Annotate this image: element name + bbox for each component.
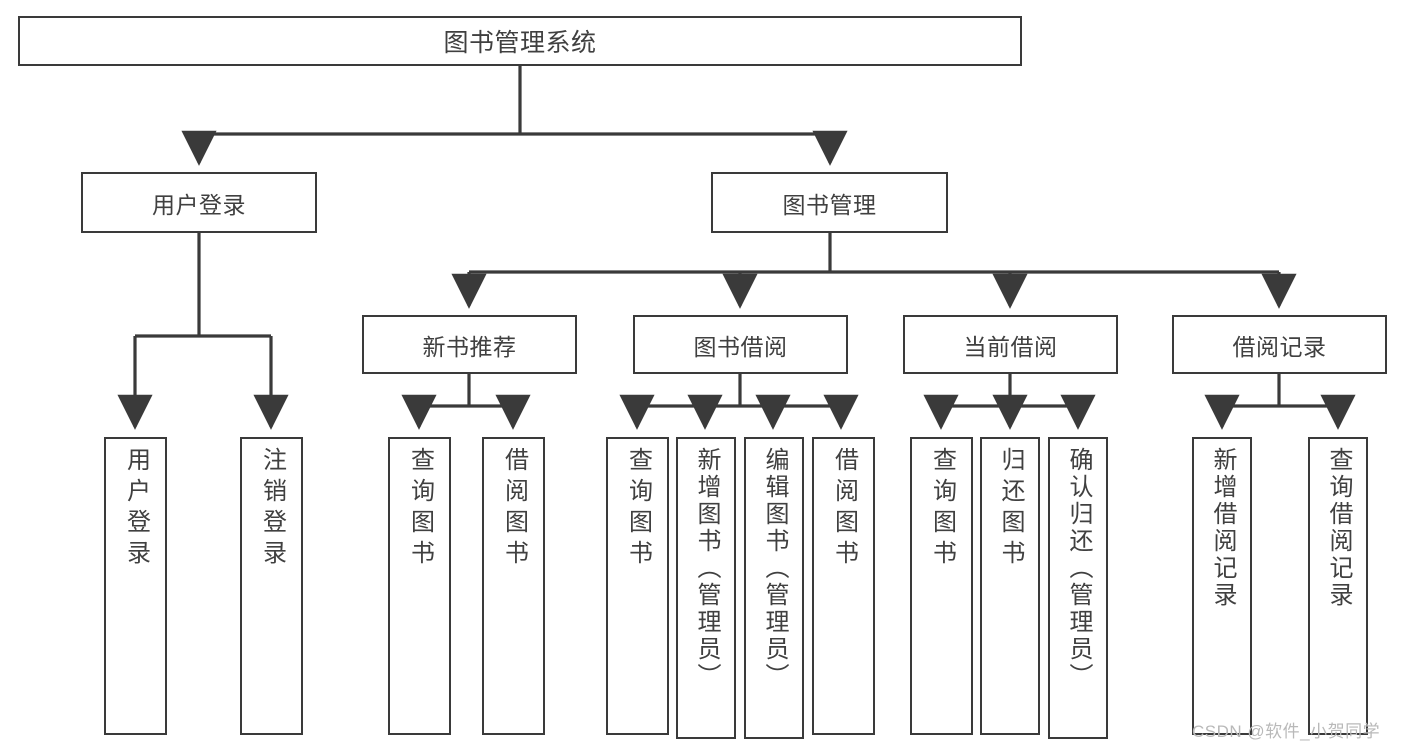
leaf-query-book-recommend[interactable]: 查询图书 — [388, 437, 451, 735]
node-user-login[interactable]: 用户登录 — [81, 172, 317, 233]
csdn-watermark: CSDN @软件_小贺同学 — [1192, 722, 1381, 741]
leaf-return-book[interactable]: 归还图书 — [980, 437, 1040, 735]
node-label: 图书管理系统 — [443, 29, 597, 57]
leaf-borrow-book-recommend[interactable]: 借阅图书 — [482, 437, 545, 735]
node-book-borrow[interactable]: 图书借阅 — [633, 315, 848, 374]
node-label: 用户登录 — [122, 447, 150, 571]
node-label: 查询图书 — [624, 447, 652, 571]
leaf-edit-book-admin[interactable]: 编辑图书（管理员） — [744, 437, 804, 739]
node-label: 查询图书 — [406, 447, 434, 571]
node-root-book-management-system[interactable]: 图书管理系统 — [18, 16, 1022, 66]
node-label: 新书推荐 — [422, 333, 517, 360]
node-label: 新增图书（管理员） — [692, 447, 720, 690]
node-label: 编辑图书（管理员） — [760, 447, 788, 690]
node-label: 当前借阅 — [963, 333, 1058, 360]
node-label: 确认归还（管理员） — [1064, 447, 1092, 690]
node-current-borrow[interactable]: 当前借阅 — [903, 315, 1118, 374]
node-book-management[interactable]: 图书管理 — [711, 172, 948, 233]
node-new-book-recommend[interactable]: 新书推荐 — [362, 315, 577, 374]
node-label: 查询图书 — [928, 447, 956, 571]
leaf-query-book-current[interactable]: 查询图书 — [910, 437, 973, 735]
leaf-add-borrow-record[interactable]: 新增借阅记录 — [1192, 437, 1252, 735]
node-label: 注销登录 — [258, 447, 286, 571]
node-label: 新增借阅记录 — [1208, 447, 1236, 609]
node-label: 借阅图书 — [830, 447, 858, 571]
leaf-borrow-book[interactable]: 借阅图书 — [812, 437, 875, 735]
leaf-user-login[interactable]: 用户登录 — [104, 437, 167, 735]
node-label: 图书借阅 — [693, 333, 788, 360]
leaf-query-borrow-record[interactable]: 查询借阅记录 — [1308, 437, 1368, 735]
node-borrow-record[interactable]: 借阅记录 — [1172, 315, 1387, 374]
node-label: 图书管理 — [782, 191, 877, 218]
node-label: 借阅图书 — [500, 447, 528, 571]
node-label: 归还图书 — [996, 447, 1024, 571]
leaf-query-book-borrow[interactable]: 查询图书 — [606, 437, 669, 735]
leaf-logout[interactable]: 注销登录 — [240, 437, 303, 735]
node-label: 借阅记录 — [1232, 333, 1327, 360]
leaf-confirm-return-admin[interactable]: 确认归还（管理员） — [1048, 437, 1108, 739]
leaf-add-book-admin[interactable]: 新增图书（管理员） — [676, 437, 736, 739]
node-label: 查询借阅记录 — [1324, 447, 1352, 609]
node-label: 用户登录 — [152, 191, 246, 218]
